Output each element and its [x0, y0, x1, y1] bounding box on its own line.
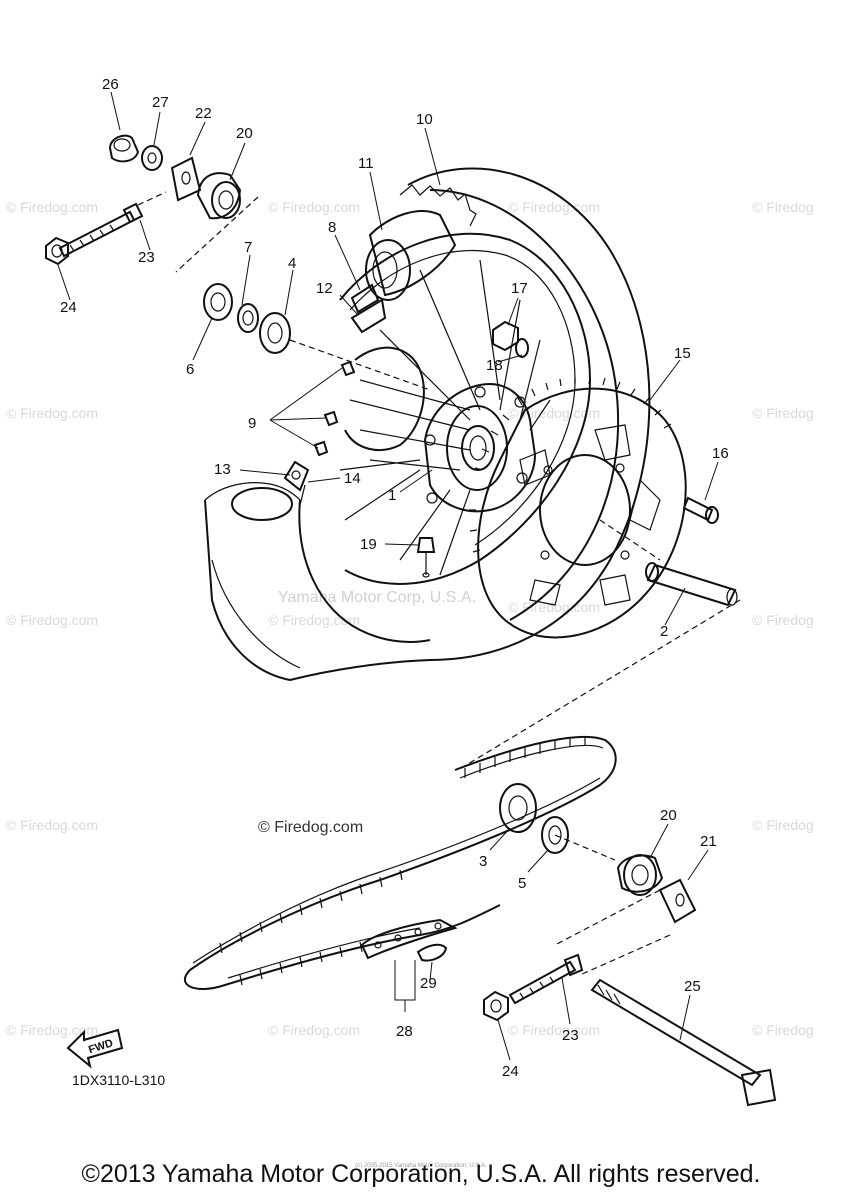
callout-13: 13 [214, 461, 231, 478]
watermark-text: © Firedog.com [6, 612, 98, 628]
callout-26: 26 [102, 76, 119, 93]
balancer-weight [416, 537, 436, 578]
drive-chain [183, 735, 617, 990]
adjust-bolt-bottom [483, 953, 584, 1022]
callout-19: 19 [360, 536, 377, 553]
callout-11: 11 [358, 155, 374, 172]
callout-25: 25 [684, 978, 701, 995]
callout-8: 8 [328, 219, 336, 236]
watermark-text: © Firedog [752, 612, 814, 628]
diagram-code: 1DX3110-L310 [72, 1072, 165, 1088]
callout-24-top: 24 [60, 299, 77, 316]
copyright-footer: ©2013 Yamaha Motor Corporation, U.S.A. A… [81, 1160, 761, 1188]
callout-14: 14 [344, 470, 361, 487]
chain-joint [360, 918, 458, 962]
fine-print: (c) 2005-2015 Yamaha Motor Corporation, … [355, 1163, 487, 1169]
spoke-nipples [313, 360, 356, 457]
callout-23-bottom: 23 [562, 1027, 579, 1044]
callout-20-bottom: 20 [660, 807, 677, 824]
callout-6: 6 [186, 361, 194, 378]
watermark-text: © Firedog.com [508, 199, 600, 215]
assembly-lines [137, 191, 741, 976]
sprocket-nut [492, 320, 529, 358]
watermark-text: © Firedog.com [6, 405, 98, 421]
callout-1: 1 [388, 487, 396, 504]
sprocket [469, 376, 687, 639]
callout-29: 29 [420, 975, 437, 992]
watermark-text: © Firedog.com [268, 199, 360, 215]
callout-24-bottom: 24 [502, 1063, 519, 1080]
watermark-text: © Firedog.com [508, 405, 600, 421]
callout-12: 12 [316, 280, 333, 297]
callout-2: 2 [660, 623, 668, 640]
callout-7: 7 [244, 239, 252, 256]
watermark-text: © Firedog.com [268, 612, 360, 628]
callout-9: 9 [248, 415, 256, 432]
callout-21: 21 [700, 833, 717, 850]
rear-axle [590, 978, 777, 1107]
watermark-text: © Firedog [752, 1022, 814, 1038]
callout-numbers: 26 27 22 20 23 24 10 11 8 12 7 4 6 9 17 … [60, 76, 729, 1080]
watermark-text: © Firedog [752, 199, 814, 215]
watermark-corp-text: Yamaha Motor Corp, U.S.A. [278, 589, 476, 606]
collar [645, 562, 738, 607]
rim-lock [350, 283, 387, 334]
sprocket-bolt [682, 496, 719, 524]
callout-22: 22 [195, 105, 212, 122]
callout-18: 18 [486, 357, 503, 374]
bearings-top [203, 283, 291, 354]
leader-lines [57, 91, 719, 1061]
watermark-text: © Firedog.com [6, 199, 98, 215]
callout-28: 28 [396, 1023, 413, 1040]
callout-10: 10 [416, 111, 433, 128]
watermark-text: © Firedog.com [6, 817, 98, 833]
callout-27: 27 [152, 94, 169, 111]
watermark-text: © Firedog.com [268, 1022, 360, 1038]
watermark-text: © Firedog.com [6, 1022, 98, 1038]
callout-17: 17 [511, 280, 528, 297]
watermark-group: © Firedog.com © Firedog.com © Firedog.co… [6, 199, 814, 1038]
axle-hardware-bottom [499, 783, 697, 924]
watermark-text: © Firedog [752, 817, 814, 833]
valve [283, 460, 310, 492]
callout-23-top: 23 [138, 249, 155, 266]
axle-hardware-top [45, 134, 242, 266]
fwd-arrow-icon: FWD [66, 1028, 124, 1069]
callout-3: 3 [479, 853, 487, 870]
tube [365, 184, 477, 301]
callout-4: 4 [288, 255, 296, 272]
watermark-text: © Firedog.com [508, 1022, 600, 1038]
watermark-text: © Firedog [752, 405, 814, 421]
watermark-feature-text: © Firedog.com [258, 819, 363, 836]
callout-20-top: 20 [236, 125, 253, 142]
callout-15: 15 [674, 345, 691, 362]
callout-5: 5 [518, 875, 526, 892]
callout-16: 16 [712, 445, 729, 462]
